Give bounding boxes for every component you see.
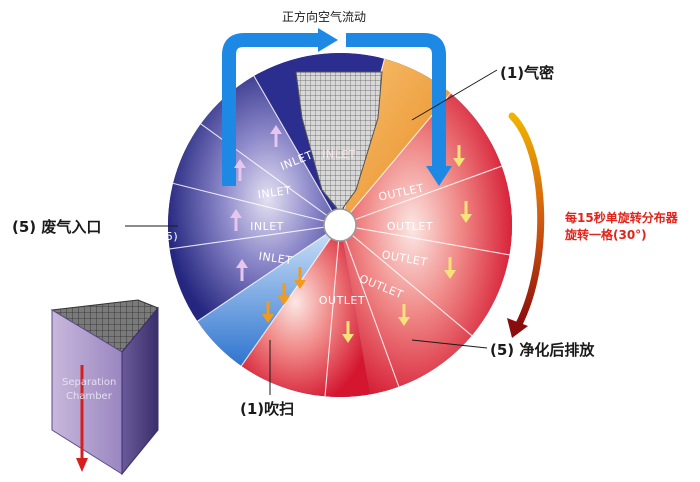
flow-direction-arrows: [230, 125, 472, 343]
inlet-label: INLET: [258, 250, 293, 268]
inlet-up-arrow: [236, 259, 248, 281]
outlet-sector: [340, 93, 512, 395]
clean-exhaust-label: (5) 净化后排放: [490, 341, 595, 359]
sector-divider: [351, 234, 473, 336]
purge-down-arrow: [262, 301, 274, 323]
inlet-label: INLET: [250, 220, 284, 233]
outlet-label: OUTLET: [387, 220, 433, 233]
purge-label: (1)吹扫: [240, 400, 295, 418]
outlet-down-arrow: [398, 304, 410, 326]
leader-seal: [411, 69, 498, 121]
rotation-note-line1: 每15秒单旋转分布器: [565, 211, 678, 225]
outlet-down-arrow: [444, 257, 456, 279]
exhaust-inlet-label: (5) 废气入口: [12, 218, 102, 236]
leader-clean-out: [411, 339, 488, 349]
sector-divider: [253, 75, 333, 212]
sector-divider: [197, 233, 328, 322]
outlet-label: OUTLET: [319, 294, 365, 307]
sector-divider: [200, 123, 328, 217]
purge-down-arrow: [294, 267, 306, 289]
sector-divider: [354, 165, 502, 221]
chamber-caption-line2: Chamber: [66, 391, 113, 402]
purge-sector: [197, 225, 340, 366]
seal-honeycomb-wedge: [295, 71, 383, 213]
flow-arrow-loop: [222, 28, 452, 186]
sector-divider: [172, 182, 325, 222]
sector-divider: [355, 227, 510, 256]
rotation-note-line2: 旋转一格(30°): [565, 228, 647, 242]
seal-sector: [340, 58, 451, 226]
inlet-label: INLET: [257, 184, 292, 202]
outlet-sector-lower: [241, 225, 370, 397]
wheel-hub: [323, 208, 357, 242]
outlet-down-arrow: [460, 201, 472, 223]
inlet-sector: [168, 76, 340, 322]
inlet-up-arrow: [234, 159, 246, 181]
seal-label: (1)气密: [500, 64, 555, 82]
outlet-down-arrow: [342, 321, 354, 343]
side-number-label: 5): [166, 230, 178, 243]
separation-chamber: Separation Chamber: [50, 299, 159, 476]
chamber-caption-line1: Separation: [62, 377, 116, 388]
sector-divider: [240, 237, 332, 367]
top-flow-label: 正方向空气流动: [282, 10, 367, 24]
seal-ghost-label: INLET: [322, 148, 356, 161]
inlet-up-arrow: [230, 209, 242, 231]
sector-divider: [324, 240, 340, 397]
sector-divider: [169, 226, 325, 250]
rotation-arrow: [507, 112, 545, 338]
purge-down-arrow: [278, 283, 290, 305]
leader-lines: [125, 69, 498, 395]
outlet-down-arrow: [453, 145, 465, 167]
sector-divider: [344, 239, 400, 387]
inlet-up-arrow: [270, 125, 282, 147]
